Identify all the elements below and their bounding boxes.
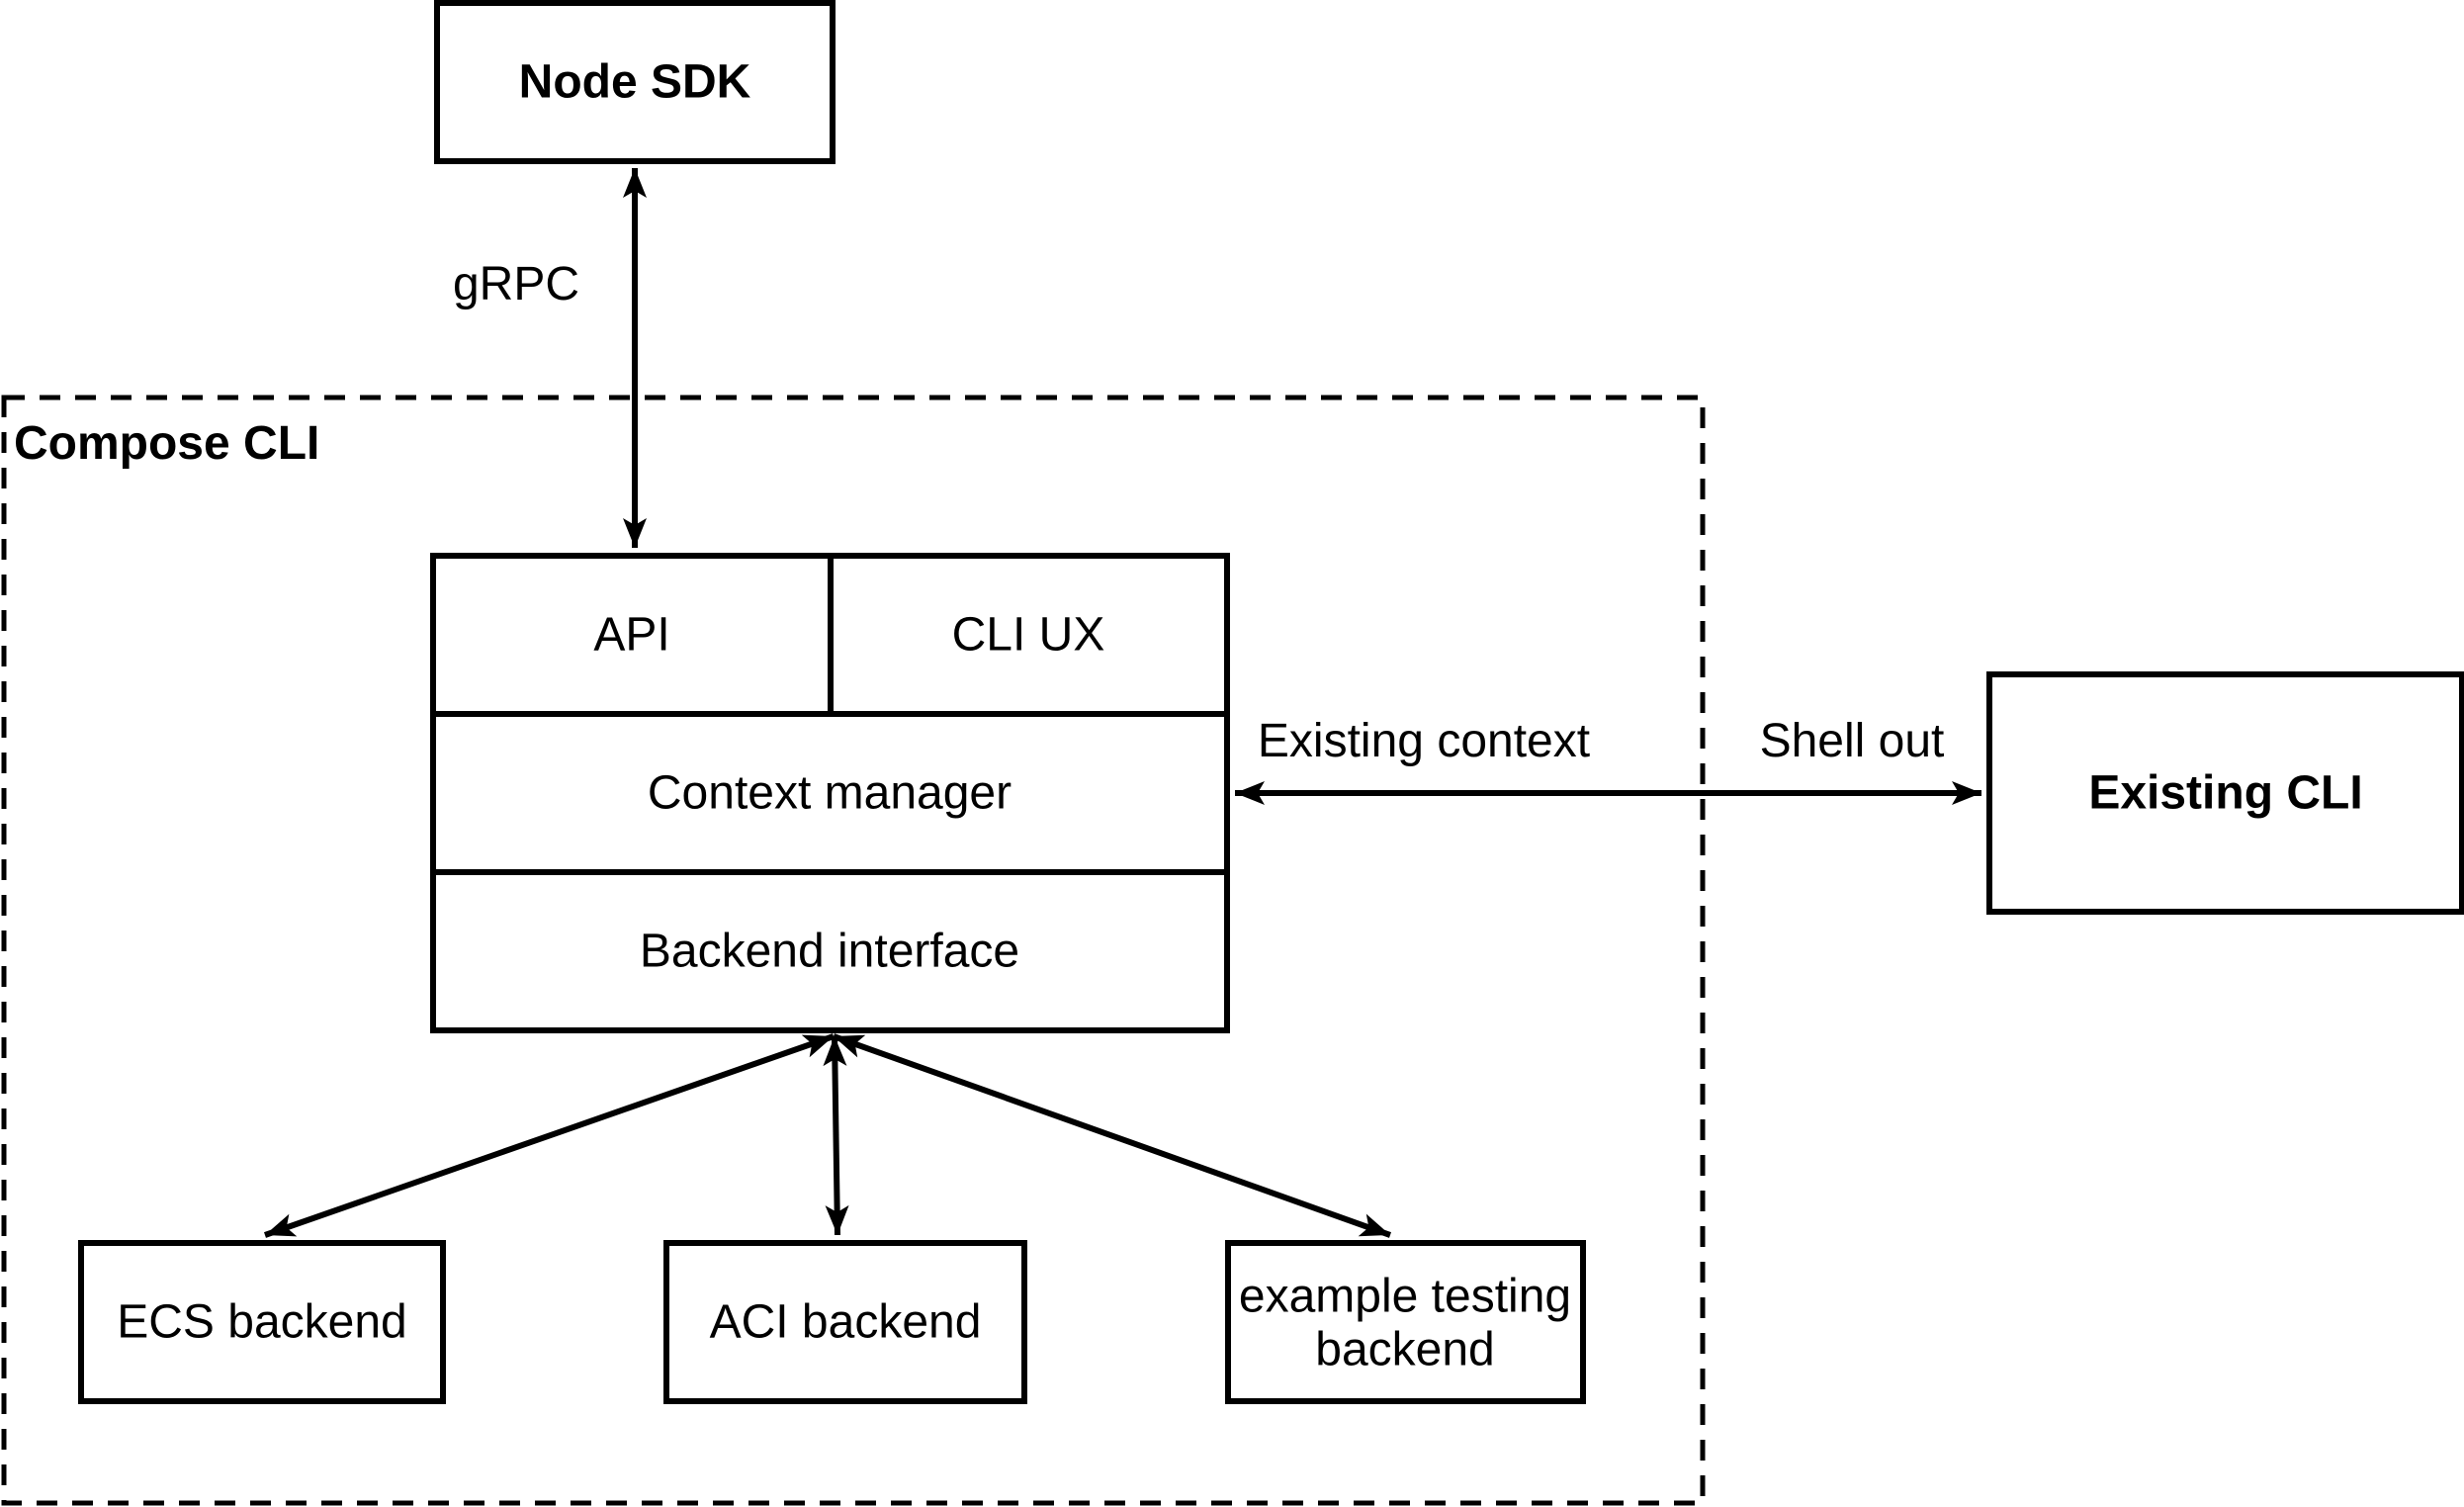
node-sdk-label: Node SDK bbox=[519, 56, 751, 109]
existing-context-edge-label: Existing context bbox=[1258, 715, 1590, 767]
existing-cli-box bbox=[1986, 671, 2464, 915]
context-manager-cell-label: Context manager bbox=[648, 767, 1012, 820]
compose-cli-label: Compose CLI bbox=[14, 417, 319, 470]
ecs-backend-label: ECS backend bbox=[117, 1296, 407, 1349]
existing-cli-label: Existing CLI bbox=[2088, 767, 2362, 820]
ecs-backend-box bbox=[78, 1240, 446, 1404]
backend-interface-cell-label: Backend interface bbox=[640, 926, 1019, 978]
backend-ecs-edge bbox=[264, 1033, 835, 1238]
aci-backend-label: ACI backend bbox=[710, 1296, 982, 1349]
shell-out-edge-label: Shell out bbox=[1760, 715, 1945, 767]
backend-aci-edge bbox=[823, 1035, 849, 1236]
node-sdk-box bbox=[434, 0, 836, 164]
example-testing-backend-label-line1: example testing bbox=[1239, 1271, 1571, 1323]
example-testing-backend-box bbox=[1225, 1240, 1586, 1404]
example-testing-backend-label-line2: backend bbox=[1315, 1324, 1494, 1376]
api-cell-label: API bbox=[593, 609, 669, 662]
backend-example-edge bbox=[832, 1033, 1392, 1238]
grpc-edge-label: gRPC bbox=[453, 258, 579, 310]
cli-ux-cell-label: CLI UX bbox=[952, 609, 1105, 662]
aci-backend-box bbox=[663, 1240, 1027, 1404]
compose-cli-container bbox=[1, 395, 1706, 1506]
